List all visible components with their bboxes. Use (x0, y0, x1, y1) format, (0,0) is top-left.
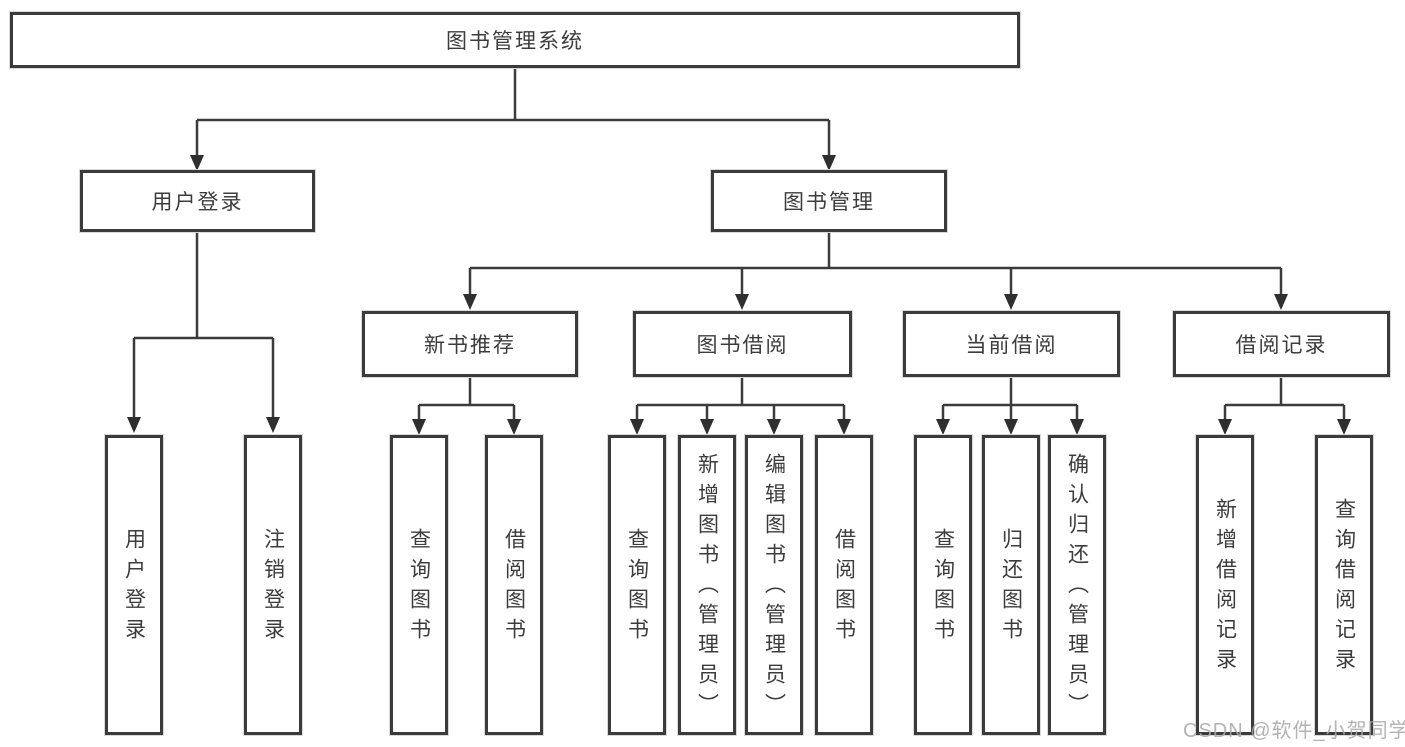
node-book-management-branch: 图书管理 (711, 170, 947, 232)
leaf-edit-book-admin: 编辑图书（管理员） (745, 435, 803, 735)
leaf-add-book-admin: 新增图书（管理员） (678, 435, 736, 735)
csdn-watermark: CSDN @软件_小贺同学 (1183, 720, 1405, 742)
node-borrow-records: 借阅记录 (1173, 311, 1390, 377)
leaf-label: 查询借阅记录 (1332, 498, 1356, 678)
node-label: 图书管理系统 (446, 30, 584, 53)
leaf-query-books-borrow: 查询图书 (608, 435, 666, 735)
leaf-logout: 注销登录 (244, 435, 302, 735)
leaf-label: 查询图书 (407, 528, 431, 648)
leaf-label: 查询图书 (625, 528, 649, 648)
node-book-borrow: 图书借阅 (633, 311, 852, 377)
leaf-add-borrow-record: 新增借阅记录 (1196, 435, 1254, 735)
leaf-query-books-recommend: 查询图书 (390, 435, 448, 735)
leaf-label: 查询图书 (931, 528, 955, 648)
leaf-query-borrow-record: 查询借阅记录 (1315, 435, 1373, 735)
leaf-label: 注销登录 (261, 528, 285, 648)
leaf-query-books-current: 查询图书 (914, 435, 972, 735)
leaf-label: 借阅图书 (832, 528, 856, 648)
leaf-label: 新增借阅记录 (1213, 498, 1237, 678)
connector-arrowheads (127, 155, 1351, 435)
node-label: 当前借阅 (965, 334, 1058, 357)
leaf-borrow-books: 借阅图书 (815, 435, 873, 735)
node-label: 图书管理 (783, 191, 875, 214)
leaf-label: 归还图书 (999, 528, 1023, 648)
leaf-borrow-books-recommend: 借阅图书 (485, 435, 543, 735)
leaf-label: 编辑图书（管理员） (762, 453, 786, 723)
leaf-label: 用户登录 (122, 528, 146, 648)
leaf-return-books: 归还图书 (982, 435, 1040, 735)
leaf-confirm-return-admin: 确认归还（管理员） (1048, 435, 1106, 735)
node-label: 新书推荐 (424, 334, 516, 357)
node-user-login-branch: 用户登录 (80, 170, 315, 232)
leaf-label: 借阅图书 (502, 528, 526, 648)
node-current-borrow: 当前借阅 (903, 311, 1120, 377)
leaf-label: 新增图书（管理员） (695, 453, 719, 723)
leaf-user-login: 用户登录 (105, 435, 163, 735)
node-label: 用户登录 (151, 191, 244, 214)
node-label: 借阅记录 (1235, 334, 1328, 357)
node-library-management-system: 图书管理系统 (10, 12, 1020, 68)
node-new-book-recommend: 新书推荐 (362, 311, 578, 377)
node-label: 图书借阅 (696, 334, 789, 357)
leaf-label: 确认归还（管理员） (1065, 453, 1089, 723)
